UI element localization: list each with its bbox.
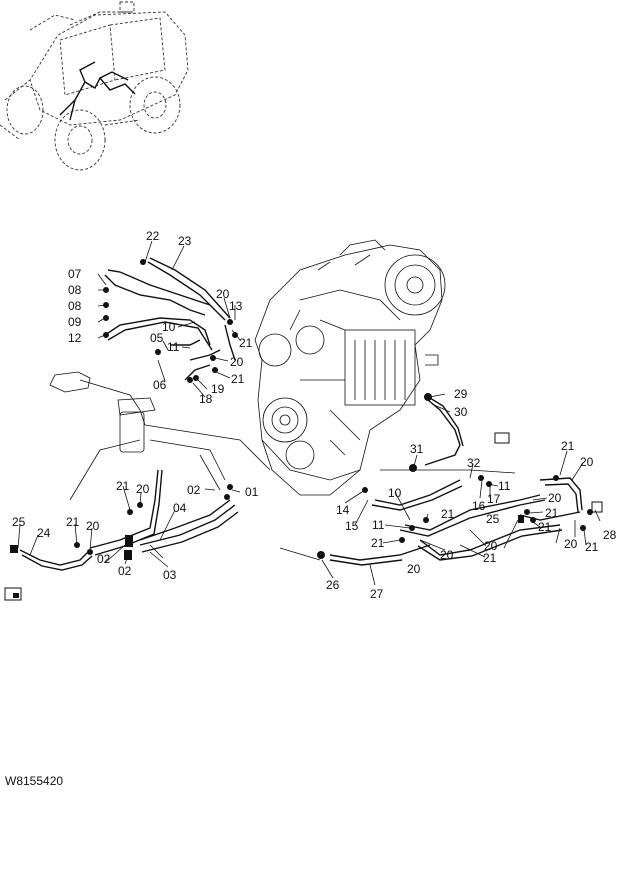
- callout-10: 10: [388, 486, 402, 500]
- callout-21: 21: [66, 515, 80, 529]
- callout-20: 20: [230, 355, 244, 369]
- callout-21: 21: [239, 336, 253, 350]
- transmission-assembly: [254, 239, 446, 496]
- callout-21: 21: [585, 540, 599, 554]
- hose-lines-right: [279, 397, 583, 566]
- callout-13: 13: [229, 299, 243, 313]
- callout-27: 27: [370, 587, 384, 601]
- callout-04: 04: [173, 501, 187, 515]
- callout-07: 07: [68, 267, 82, 281]
- callout-01: 01: [245, 485, 259, 499]
- callout-11: 11: [498, 479, 511, 493]
- callout-03: 03: [163, 568, 177, 582]
- drawing-code: W8155420: [5, 774, 63, 788]
- callout-31: 31: [410, 442, 424, 456]
- callout-21: 21: [371, 536, 385, 550]
- callout-20: 20: [548, 491, 562, 505]
- callout-21: 21: [231, 372, 245, 386]
- callout-15: 15: [345, 519, 359, 533]
- callout-11: 11: [167, 340, 180, 354]
- callout-25: 25: [12, 515, 26, 529]
- callout-21: 21: [561, 439, 575, 453]
- callout-21: 21: [538, 520, 552, 534]
- callout-20: 20: [86, 519, 100, 533]
- callout-20: 20: [484, 539, 498, 553]
- callout-29: 29: [454, 387, 468, 401]
- callout-18: 18: [199, 392, 213, 406]
- callout-02: 02: [187, 483, 201, 497]
- callout-20: 20: [216, 287, 230, 301]
- callout-32: 32: [467, 456, 481, 470]
- callout-19: 19: [211, 382, 225, 396]
- hose-lines: [104, 257, 236, 381]
- callout-12: 12: [68, 331, 82, 345]
- callout-24: 24: [37, 526, 51, 540]
- machine-overview-illustration: [0, 1, 189, 171]
- leader-lines: [17, 240, 601, 586]
- callout-23: 23: [178, 234, 192, 248]
- callout-20: 20: [440, 548, 454, 562]
- callout-16: 16: [472, 499, 486, 513]
- callout-labels: 22 23 07 08 08 09 12 20 13 10 05 11 21 2…: [12, 229, 617, 601]
- callout-25: 25: [486, 512, 500, 526]
- callout-14: 14: [336, 503, 350, 517]
- callout-20: 20: [564, 537, 578, 551]
- mounting-bracket: [49, 371, 271, 481]
- callout-05: 05: [150, 331, 164, 345]
- callout-21: 21: [483, 551, 497, 565]
- callout-21: 21: [545, 506, 559, 520]
- callout-26: 26: [326, 578, 340, 592]
- callout-11: 11: [372, 518, 385, 532]
- callout-06: 06: [153, 378, 167, 392]
- callout-28: 28: [603, 528, 617, 542]
- callout-21: 21: [441, 507, 455, 521]
- callout-02: 02: [118, 564, 132, 578]
- callout-17: 17: [487, 492, 501, 506]
- callout-08: 08: [68, 283, 82, 297]
- callout-02: 02: [97, 552, 111, 566]
- callout-20: 20: [136, 482, 150, 496]
- callout-20: 20: [407, 562, 421, 576]
- callout-08: 08: [68, 299, 82, 313]
- callout-21: 21: [116, 479, 130, 493]
- fittings: [4, 259, 603, 601]
- callout-10: 10: [162, 320, 176, 334]
- callout-30: 30: [454, 405, 468, 419]
- callout-20: 20: [580, 455, 594, 469]
- callout-22: 22: [146, 229, 160, 243]
- callout-09: 09: [68, 315, 82, 329]
